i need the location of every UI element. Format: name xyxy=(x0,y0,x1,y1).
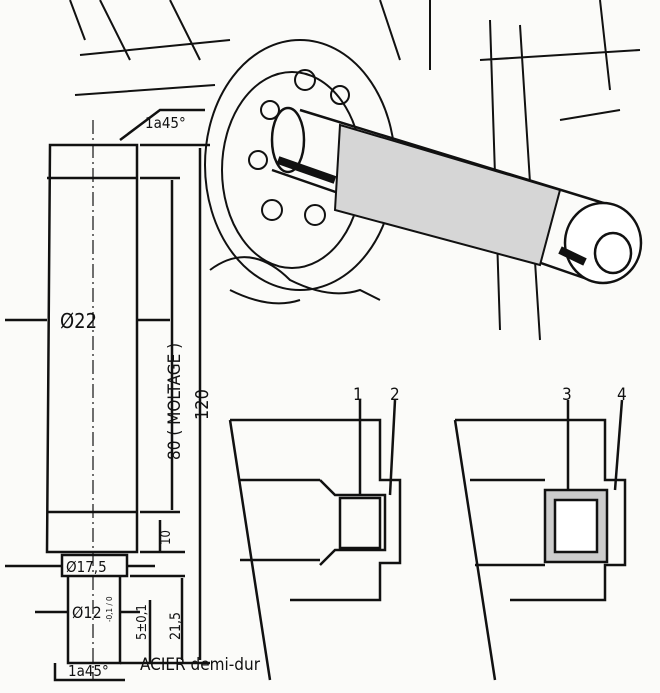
callout-2: 2 xyxy=(390,385,400,405)
total-length-label: 120 xyxy=(192,389,213,420)
collar-diameter-label: Ø17,5 xyxy=(66,558,107,576)
section-1-2 xyxy=(228,399,402,681)
callout-3: 3 xyxy=(562,385,572,405)
pilot-diameter-label: Ø12 xyxy=(72,603,102,622)
knurl-length-label: 80 ( MOLTAGE ) xyxy=(165,343,185,460)
tool-cylinder-illustration xyxy=(270,106,643,285)
material-label: ACIER demi-dur xyxy=(140,655,261,675)
pilot-tolerance-label: -0,1 / 0 xyxy=(105,596,114,622)
pilot-step-label: 5±0,1 xyxy=(135,604,150,640)
tool-part-drawing xyxy=(5,108,210,682)
section-3-4 xyxy=(453,399,627,681)
collar-length-label: 10 xyxy=(159,530,174,545)
chamfer-bottom-label: 1a45° xyxy=(68,662,109,680)
pilot-length-label: 21,5 xyxy=(168,612,184,640)
chamfer-top-label: 1a45° xyxy=(145,114,186,132)
callout-4: 4 xyxy=(617,385,627,405)
callout-1: 1 xyxy=(353,385,363,405)
diameter-main-label: Ø22 xyxy=(60,309,97,333)
hub-sketch xyxy=(69,0,641,341)
